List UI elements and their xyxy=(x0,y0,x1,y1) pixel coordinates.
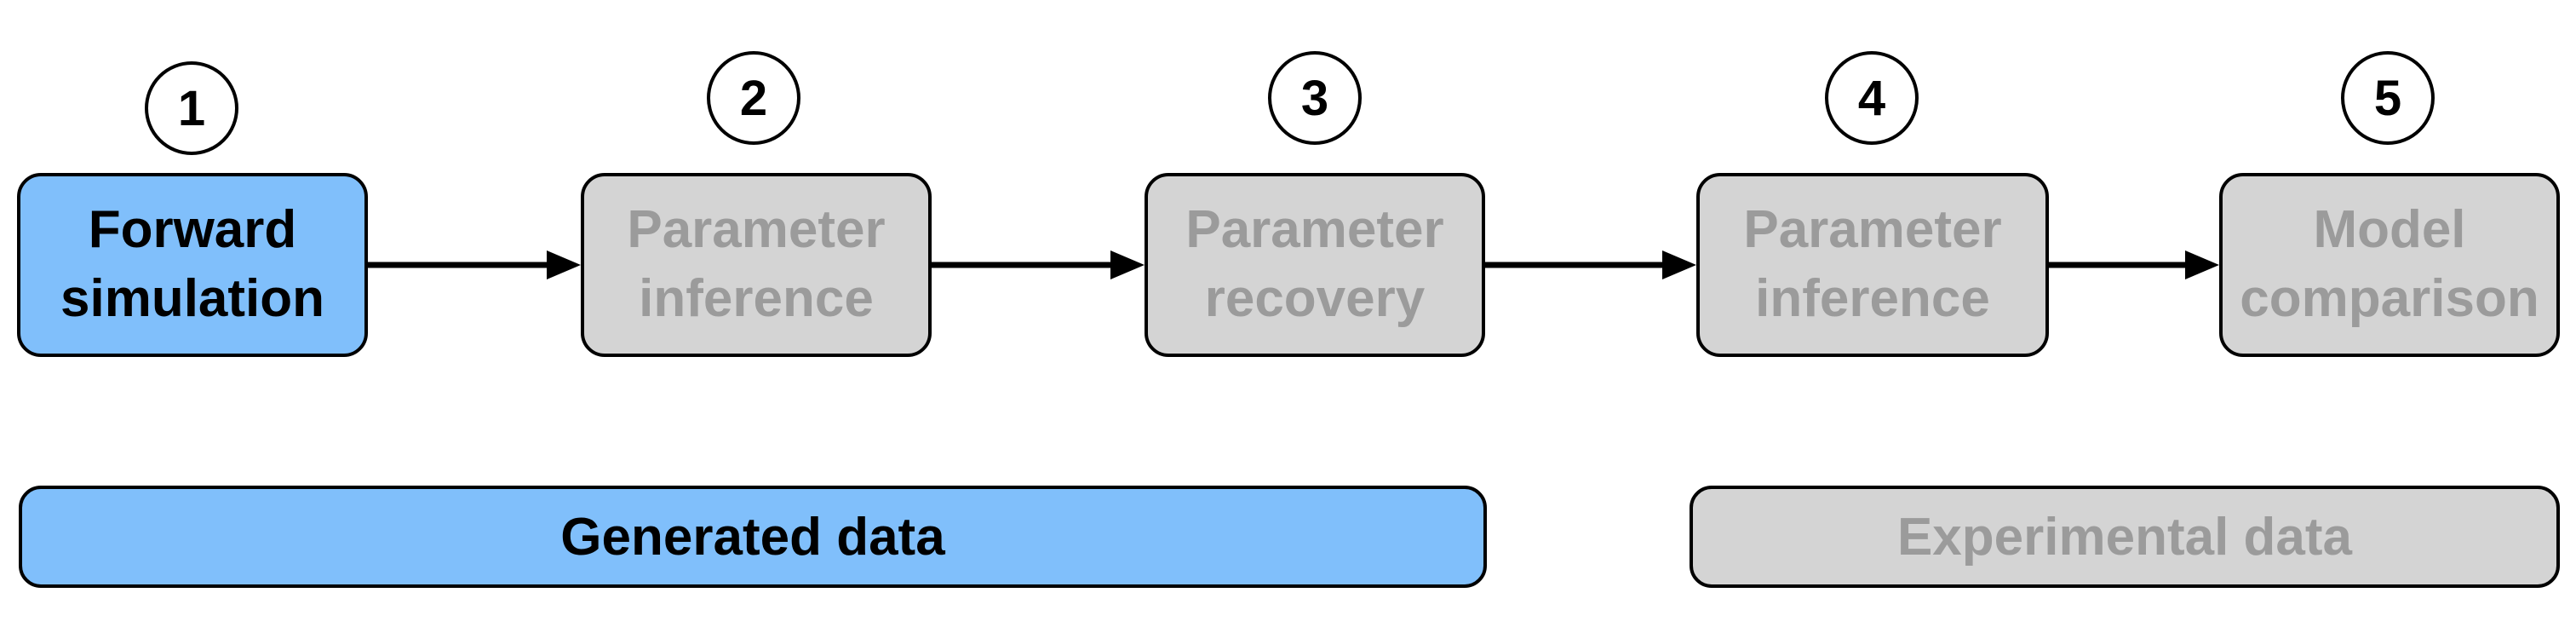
step-1-title-line2: simulation xyxy=(60,269,325,328)
arrow-1-to-2 xyxy=(368,250,581,279)
step-1-title-line1: Forward xyxy=(88,200,297,260)
step-parameter-inference-experimental: Parameter inference xyxy=(1696,173,2049,357)
step-parameter-inference-generated: Parameter inference xyxy=(581,173,932,357)
step-2-title-line2: inference xyxy=(639,269,874,328)
arrow-3-to-4 xyxy=(1485,250,1696,279)
step-5-number-badge: 5 xyxy=(2341,51,2435,145)
generated-data-bar: Generated data xyxy=(19,486,1487,588)
step-4-number-badge: 4 xyxy=(1825,51,1919,145)
step-2-number-badge: 2 xyxy=(707,51,800,145)
arrow-4-to-5 xyxy=(2049,250,2219,279)
step-model-comparison: Model comparison xyxy=(2219,173,2560,357)
step-parameter-recovery: Parameter recovery xyxy=(1145,173,1485,357)
experimental-data-label: Experimental data xyxy=(1896,507,2353,567)
step-4-title-line1: Parameter xyxy=(1743,200,2002,260)
step-1-number-badge: 1 xyxy=(145,61,238,155)
step-3-number-badge: 3 xyxy=(1268,51,1362,145)
experimental-data-bar: Experimental data xyxy=(1690,486,2560,588)
step-5-title-line1: Model xyxy=(2313,200,2466,260)
step-4-title-line2: inference xyxy=(1755,269,1990,328)
step-5-title-line2: comparison xyxy=(2240,269,2539,328)
step-3-title-line1: Parameter xyxy=(1185,200,1444,260)
arrow-2-to-3 xyxy=(932,250,1145,279)
step-2-title-line1: Parameter xyxy=(627,200,886,260)
step-3-title-line2: recovery xyxy=(1204,269,1426,328)
step-forward-simulation: Forward simulation xyxy=(17,173,368,357)
generated-data-label: Generated data xyxy=(560,507,945,567)
